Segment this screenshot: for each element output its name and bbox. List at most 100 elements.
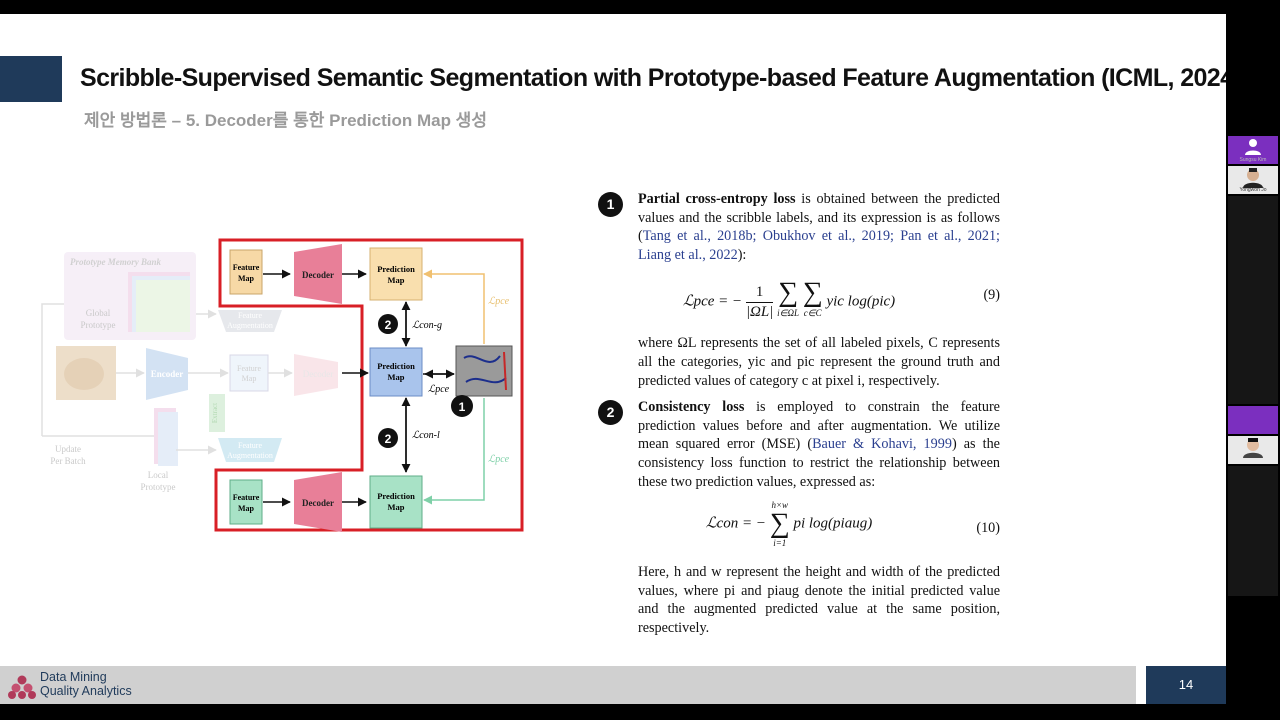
eq10-lhs: ℒcon = −: [705, 515, 766, 532]
memory-bank-stack: [128, 272, 190, 332]
loss-pce-bottom-label: ℒpce: [488, 454, 510, 465]
participant-tile[interactable]: [1228, 544, 1278, 570]
dmqa-logo-icon: [8, 675, 36, 699]
partial-ce-heading: Partial cross-entropy loss: [638, 191, 796, 207]
participant-tile[interactable]: [1228, 248, 1278, 274]
local-prototype-label: Local: [148, 470, 169, 480]
loss-con-g-label: ℒcon-g: [412, 320, 442, 331]
section-consistency: 2 Consistency loss is employed to constr…: [598, 398, 1000, 637]
participant-tile[interactable]: Sungsu Kim: [1228, 136, 1278, 164]
feature-map-top-label-2: Map: [238, 274, 255, 283]
update-label: Update: [55, 444, 81, 454]
memory-bank-box: [64, 252, 196, 340]
loss-pce-top-label: ℒpce: [488, 296, 510, 307]
participant-tile[interactable]: [1228, 352, 1278, 378]
participant-tile[interactable]: [1228, 222, 1278, 248]
participant-tile[interactable]: [1228, 378, 1278, 404]
eq10-sum-top: h×w: [771, 500, 789, 511]
eq9-sum1-sub: i∈ΩL: [777, 307, 799, 318]
marker-2-top-text: 2: [385, 318, 392, 332]
decoder-top: [294, 244, 342, 304]
global-prototype-label: Global: [86, 308, 111, 318]
feature-aug-bottom: [218, 438, 282, 462]
paper-excerpt: 1 Partial cross-entropy loss is obtained…: [598, 190, 1000, 638]
marker-2-top: [378, 314, 398, 334]
section-number-1: 1: [598, 192, 623, 217]
prediction-map-mid-label: Prediction: [377, 361, 415, 371]
encoder-block: [146, 348, 188, 400]
marker-2-bottom-text: 2: [385, 432, 392, 446]
eq9-term: yic log(pic): [826, 293, 896, 310]
center-decoder-label: Decoder: [303, 369, 333, 379]
equation-9: ℒpce = − 1 |ΩL| ∑i∈ΩL ∑c∈C yic log(pic) …: [682, 277, 1000, 320]
loss-con-l-label: ℒcon-l: [412, 430, 440, 441]
feature-map-bottom: [229, 479, 263, 525]
slide-subtitle: 제안 방법론 – 5. Decoder를 통한 Prediction Map 생…: [84, 111, 487, 130]
center-feature-label: Feature: [237, 364, 261, 373]
decoder-bottom-label: Decoder: [302, 498, 334, 508]
eq10-sum-bot: i=1: [773, 538, 787, 549]
page-number: 14: [1146, 666, 1226, 704]
logo-line-2: Quality Analytics: [40, 684, 132, 698]
highlight-region: [214, 238, 524, 532]
eq9-frac-num: 1: [745, 283, 774, 303]
feature-aug-bottom-label-2: Augmentation: [227, 451, 273, 460]
participant-tile[interactable]: [1228, 274, 1278, 300]
equation-10: ℒcon = − h×w ∑ i=1 pi log(piaug) (10): [705, 500, 1000, 549]
input-image: [56, 346, 116, 400]
feature-aug-top-label-2: Augmentation: [227, 321, 273, 330]
eq9-sum2-sub: c∈C: [803, 307, 822, 318]
prediction-map-bottom: [369, 475, 423, 529]
participant-tile[interactable]: [1228, 436, 1278, 464]
footer-bar: [0, 666, 1136, 704]
participant-tile[interactable]: [1228, 492, 1278, 518]
feature-map-top: [229, 249, 263, 295]
participant-tile[interactable]: [1228, 570, 1278, 596]
eq9-frac-den: |ΩL|: [745, 303, 774, 320]
logo-text: Data Mining Quality Analytics: [40, 670, 132, 698]
eq10-term: pi log(piaug): [793, 515, 873, 532]
extract-block: [209, 394, 225, 432]
feature-aug-top-label: Feature: [238, 311, 262, 320]
decoder-top-label: Decoder: [302, 270, 334, 280]
participant-tile[interactable]: [1228, 300, 1278, 326]
consistency-heading: Consistency loss: [638, 399, 745, 416]
consistency-here: Here, h and w represent the height and w…: [638, 564, 1000, 636]
participant-tile[interactable]: [1228, 326, 1278, 352]
partial-ce-where: where ΩL represents the set of all label…: [638, 335, 1000, 389]
update-label-2: Per Batch: [50, 456, 86, 466]
encoder-label: Encoder: [151, 369, 184, 379]
logo-line-1: Data Mining: [40, 670, 107, 684]
feature-aug-bottom-label: Feature: [238, 441, 262, 450]
avatar-icon: [1245, 139, 1261, 155]
consistency-text-end: ) as the consistency loss function to re…: [638, 436, 1000, 490]
prediction-map-top: [369, 247, 423, 301]
consistency-text: is employed to constrain the feature pre…: [638, 399, 1000, 453]
eq9-number: (9): [983, 287, 1000, 304]
slide-title: Scribble-Supervised Semantic Segmentatio…: [80, 64, 1226, 92]
partial-ce-text: is obtained between the predicted values…: [638, 191, 1000, 245]
marker-2-bottom: [378, 428, 398, 448]
partial-ce-citation[interactable]: Tang et al., 2018b; Obukhov et al., 2019…: [638, 228, 1000, 263]
participant-tile[interactable]: [1228, 196, 1278, 222]
participant-tile[interactable]: [1228, 518, 1278, 544]
partial-ce-text-end: ):: [737, 246, 747, 263]
participant-video-icon: [1243, 438, 1263, 458]
center-decoder: [294, 354, 338, 396]
local-prototype-label-2: Prototype: [141, 482, 176, 492]
loss-pce-mid-label: ℒpce: [428, 384, 450, 395]
participant-strip[interactable]: Sungsu Kim Yongwon Jo: [1226, 0, 1280, 720]
decoder-bottom: [294, 472, 342, 532]
extract-label: Extract: [211, 403, 219, 423]
participant-tile[interactable]: [1228, 466, 1278, 492]
prediction-map-bottom-label: Prediction: [377, 491, 415, 501]
section-partial-ce: 1 Partial cross-entropy loss is obtained…: [598, 190, 1000, 390]
feature-map-top-label: Feature: [233, 263, 260, 272]
prediction-map-mid: [369, 347, 423, 397]
consistency-citation[interactable]: Bauer & Kohavi, 1999: [812, 436, 952, 453]
participant-tile[interactable]: [1228, 406, 1278, 434]
participant-tile[interactable]: Yongwon Jo: [1228, 166, 1278, 194]
feature-map-bottom-label-2: Map: [238, 504, 255, 513]
participant-name: Sungsu Kim: [1239, 157, 1267, 163]
section-number-2: 2: [598, 400, 623, 426]
